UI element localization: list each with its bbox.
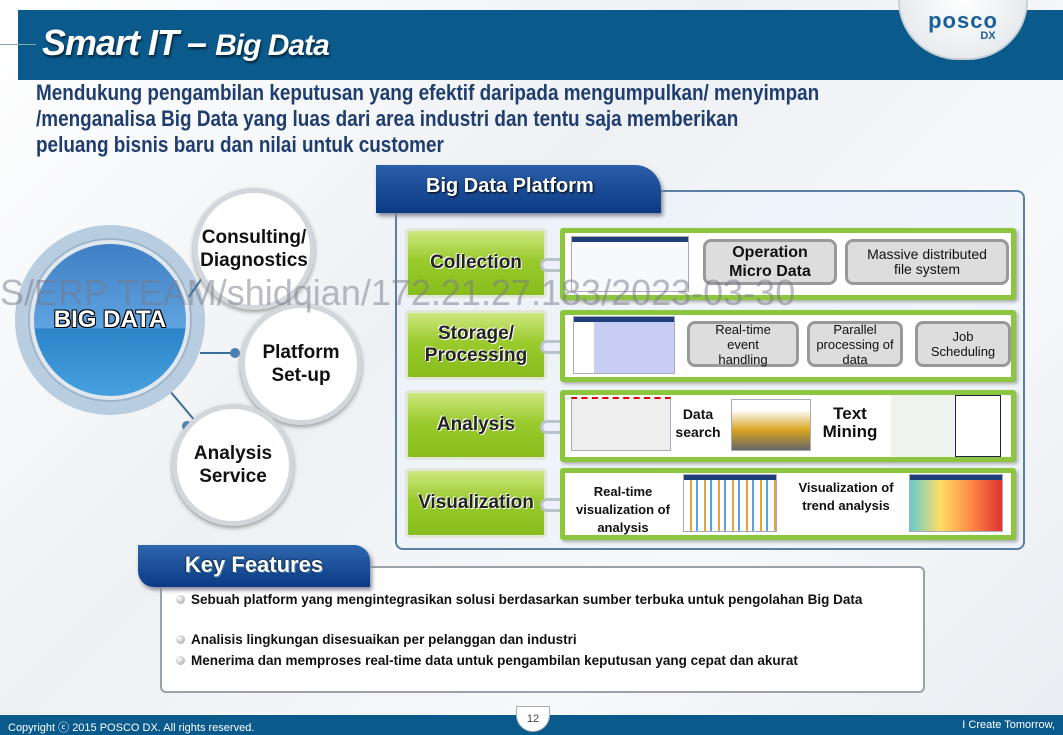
feature-label: Operation Micro Data [729, 244, 811, 280]
title-main: Smart IT – [42, 22, 216, 63]
feature-label: Massive distributed file system [867, 246, 987, 277]
connector [170, 391, 195, 421]
big-data-label: BIG DATA [53, 306, 167, 333]
satellite-label: Analysis Service [193, 443, 273, 487]
big-data-circle: BIG DATA [30, 240, 190, 400]
analysis-panel: Data search Text Mining [560, 390, 1016, 462]
title-bar [18, 10, 1063, 80]
screenshot-thumbnail [683, 474, 777, 532]
stage-label: Analysis [436, 414, 516, 435]
bullet-icon [176, 635, 185, 644]
connector [200, 352, 238, 354]
feature-label: Job Scheduling [930, 329, 996, 359]
feature-text: Sebuah platform yang mengintegrasikan so… [191, 592, 863, 607]
satellite-label: Consulting/ Diagnostics [200, 227, 308, 271]
logo-sub: DX [980, 30, 996, 42]
screenshot-thumbnail [573, 316, 675, 374]
stage-storage-processing: Storage/ Processing [405, 310, 547, 380]
connector-dot [230, 348, 240, 358]
trend-visualization-label: Visualization of trend analysis [798, 480, 894, 513]
data-search-label: Data search [675, 406, 721, 440]
bullet-icon [176, 595, 185, 604]
box-plot-thumbnail [891, 395, 955, 457]
stage-label: Collection [430, 252, 522, 273]
feature-pill: Job Scheduling [915, 321, 1011, 367]
3d-chart-thumbnail [731, 399, 811, 451]
word-cloud-thumbnail [955, 395, 1001, 457]
stage-visualization: Visualization [405, 468, 547, 538]
stage-label: Visualization [418, 492, 534, 513]
feature-pill: Parallel processing of data [807, 321, 903, 367]
realtime-visualization-label: Real-time visualization of analysis [576, 484, 670, 535]
heatmap-thumbnail [909, 474, 1003, 532]
stage-collection: Collection [405, 228, 547, 298]
title-line [0, 44, 36, 45]
feature-pill: Real-time event handling [687, 321, 799, 367]
stage-label: Storage/ Processing [424, 323, 528, 366]
storage-panel: Real-time event handling Parallel proces… [560, 310, 1016, 382]
feature-item: Sebuah platform yang mengintegrasikan so… [176, 590, 896, 610]
feature-item: Analisis lingkungan disesuaikan per pela… [176, 630, 577, 650]
satellite-analysis-service: Analysis Service [172, 404, 294, 526]
key-features-box [160, 566, 925, 693]
text-mining-label: Text Mining [822, 404, 878, 441]
collection-panel: Operation Micro Data Massive distributed… [560, 228, 1016, 300]
page-title: Smart IT – Big Data [42, 22, 330, 64]
satellite-label: Platform Set-up [262, 342, 340, 386]
key-features-title: Key Features [138, 545, 370, 587]
satellite-platform-setup: Platform Set-up [240, 303, 362, 425]
stage-analysis: Analysis [405, 390, 547, 460]
slogan: I Create Tomorrow, [962, 719, 1055, 731]
screenshot-thumbnail [571, 236, 689, 292]
satellite-consulting: Consulting/ Diagnostics [193, 188, 315, 310]
visualization-panel: Real-time visualization of analysis Visu… [560, 468, 1016, 540]
platform-title: Big Data Platform [376, 165, 661, 213]
bullet-icon [176, 656, 185, 665]
logo-text: posco [928, 8, 998, 33]
feature-text: Menerima dan memproses real-time data un… [191, 653, 798, 668]
feature-pill: Operation Micro Data [703, 239, 837, 285]
copyright: Copyright ⓒ 2015 POSCO DX. All rights re… [8, 722, 255, 734]
line-chart-thumbnail [571, 397, 671, 451]
feature-label: Real-time event handling [715, 321, 771, 367]
feature-item: Menerima dan memproses real-time data un… [176, 651, 798, 671]
title-sub: Big Data [215, 29, 330, 62]
feature-label: Parallel processing of data [816, 321, 894, 367]
feature-pill: Massive distributed file system [845, 239, 1009, 285]
page-number: 12 [516, 706, 550, 732]
subtitle: Mendukung pengambilan keputusan yang efe… [36, 80, 820, 157]
feature-text: Analisis lingkungan disesuaikan per pela… [191, 632, 577, 647]
